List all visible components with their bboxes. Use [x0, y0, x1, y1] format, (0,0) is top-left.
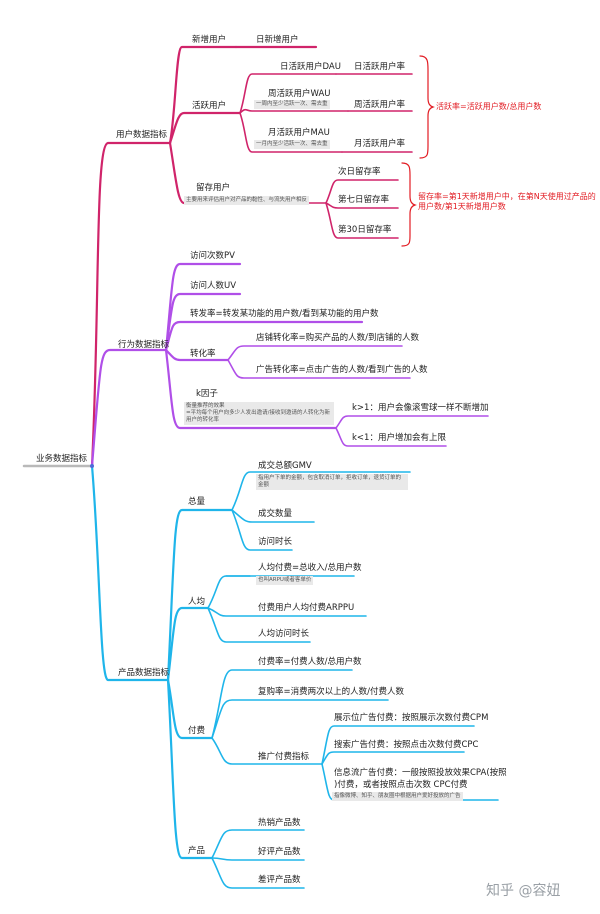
behavior-metrics-node[interactable]: 行为数据指标	[118, 340, 170, 350]
gmv-note: 指用户下单的金额，包含取消订单，拒收订单，退货订单的金额	[256, 474, 408, 490]
cpa-node-line2[interactable]: )付费，或者按照点击次数 CPC付费	[334, 780, 468, 790]
cpm-node[interactable]: 展示位广告付费：按照展示次数付费CPM	[334, 713, 489, 723]
behavior-branch-lines	[90, 262, 364, 468]
products-node[interactable]: 产品	[188, 846, 206, 856]
avg-visit-duration-node[interactable]: 人均访问时长	[258, 629, 310, 639]
mau-rate-node[interactable]: 月活跃用户率	[354, 139, 406, 149]
dau-node[interactable]: 日活跃用户DAU	[280, 62, 341, 72]
daily-new-users-node[interactable]: 日新增用户	[256, 35, 299, 45]
k-less-than-one-node[interactable]: k<1：用户增加会有上限	[352, 433, 446, 443]
cpa-node-line1[interactable]: 信息流广告付费：一般按照投放效果CPA(按照	[334, 768, 507, 778]
product-branch-lines	[90, 464, 234, 860]
retention-note: 主要用来评估用户对产品的黏性、与流失用户相反	[184, 196, 310, 205]
wau-node[interactable]: 周活跃用户WAU	[268, 89, 331, 99]
user-branch-lines	[90, 45, 318, 468]
ad-conversion-node[interactable]: 广告转化率=点击广告的人数/看到广告的人数	[256, 365, 428, 375]
store-conversion-node[interactable]: 店铺转化率=购买产品的人数/到店铺的人数	[256, 333, 419, 343]
mau-note: 一月内至少活跃一次、需去重	[254, 140, 330, 149]
gmv-node[interactable]: 成交总额GMV	[258, 461, 312, 471]
repurchase-rate-node[interactable]: 复购率=消费两次以上的人数/付费人数	[258, 687, 404, 697]
cpc-node[interactable]: 搜索广告付费：按照点击次数付费CPC	[334, 740, 479, 750]
day1-retention-node[interactable]: 次日留存率	[338, 167, 381, 177]
arpu-note: 也叫ARPU或者客单价	[256, 576, 314, 585]
bad-review-products-node[interactable]: 差评产品数	[258, 875, 301, 885]
retention-rate-formula: 留存率=第1天新增用户中，在第N天使用过产品的用户数/第1天新增用户数	[418, 192, 596, 211]
promotion-pay-node[interactable]: 推广付费指标	[258, 752, 310, 762]
product-sub-lines	[207, 471, 499, 889]
retention-users-node[interactable]: 留存用户	[196, 183, 231, 193]
user-active-lines	[239, 73, 413, 153]
hot-products-node[interactable]: 热销产品数	[258, 818, 301, 828]
wau-note: 一周内至少活跃一次、需去重	[254, 100, 330, 109]
user-metrics-node[interactable]: 用户数据指标	[116, 130, 168, 140]
day7-retention-node[interactable]: 第七日留存率	[338, 195, 390, 205]
pv-node[interactable]: 访问次数PV	[190, 251, 235, 261]
share-rate-node[interactable]: 转发率=转发某功能的用户数/看到某功能的用户数	[190, 309, 379, 319]
cpa-note: 指像微博、知乎、朋友圈中根据用户爱好投放的广告	[332, 792, 463, 801]
active-users-node[interactable]: 活跃用户	[192, 101, 227, 111]
per-capita-node[interactable]: 人均	[188, 597, 206, 607]
k-factor-note: 衡量推荐的效果 =平均每个用户向多少人发出邀请/接收到邀请的人转化为新用户的转化…	[184, 402, 334, 425]
root-node[interactable]: 业务数据指标	[36, 454, 88, 464]
k-greater-than-one-node[interactable]: k>1：用户会像滚雪球一样不断增加	[352, 403, 489, 413]
arppu-node[interactable]: 付费用户人均付费ARPPU	[258, 603, 355, 613]
conversion-node[interactable]: 转化率	[190, 349, 216, 359]
watermark: 知乎 @容妞	[486, 883, 561, 899]
wau-rate-node[interactable]: 周活跃用户率	[354, 100, 406, 110]
product-metrics-node[interactable]: 产品数据指标	[118, 668, 170, 678]
arpu-node[interactable]: 人均付费=总收入/总用户数	[258, 563, 362, 573]
dau-rate-node[interactable]: 日活跃用户率	[354, 62, 406, 72]
active-rate-formula: 活跃率=活跃用户数/总用户数	[436, 102, 542, 111]
good-review-products-node[interactable]: 好评产品数	[258, 847, 301, 857]
visit-duration-node[interactable]: 访问时长	[258, 537, 293, 547]
k-factor-node[interactable]: k因子	[196, 389, 218, 399]
mau-node[interactable]: 月活跃用户MAU	[268, 128, 330, 138]
deal-count-node[interactable]: 成交数量	[258, 509, 293, 519]
root-connector-dot	[90, 464, 94, 468]
pay-rate-node[interactable]: 付费率=付费人数/总用户数	[258, 657, 362, 667]
new-users-node[interactable]: 新增用户	[192, 35, 227, 45]
behavior-sub-lines	[227, 345, 489, 447]
uv-node[interactable]: 访问人数UV	[190, 281, 237, 291]
red-braces	[401, 55, 435, 247]
paid-node[interactable]: 付费	[188, 726, 206, 736]
total-node[interactable]: 总量	[188, 497, 206, 507]
day30-retention-node[interactable]: 第30日留存率	[338, 225, 392, 235]
